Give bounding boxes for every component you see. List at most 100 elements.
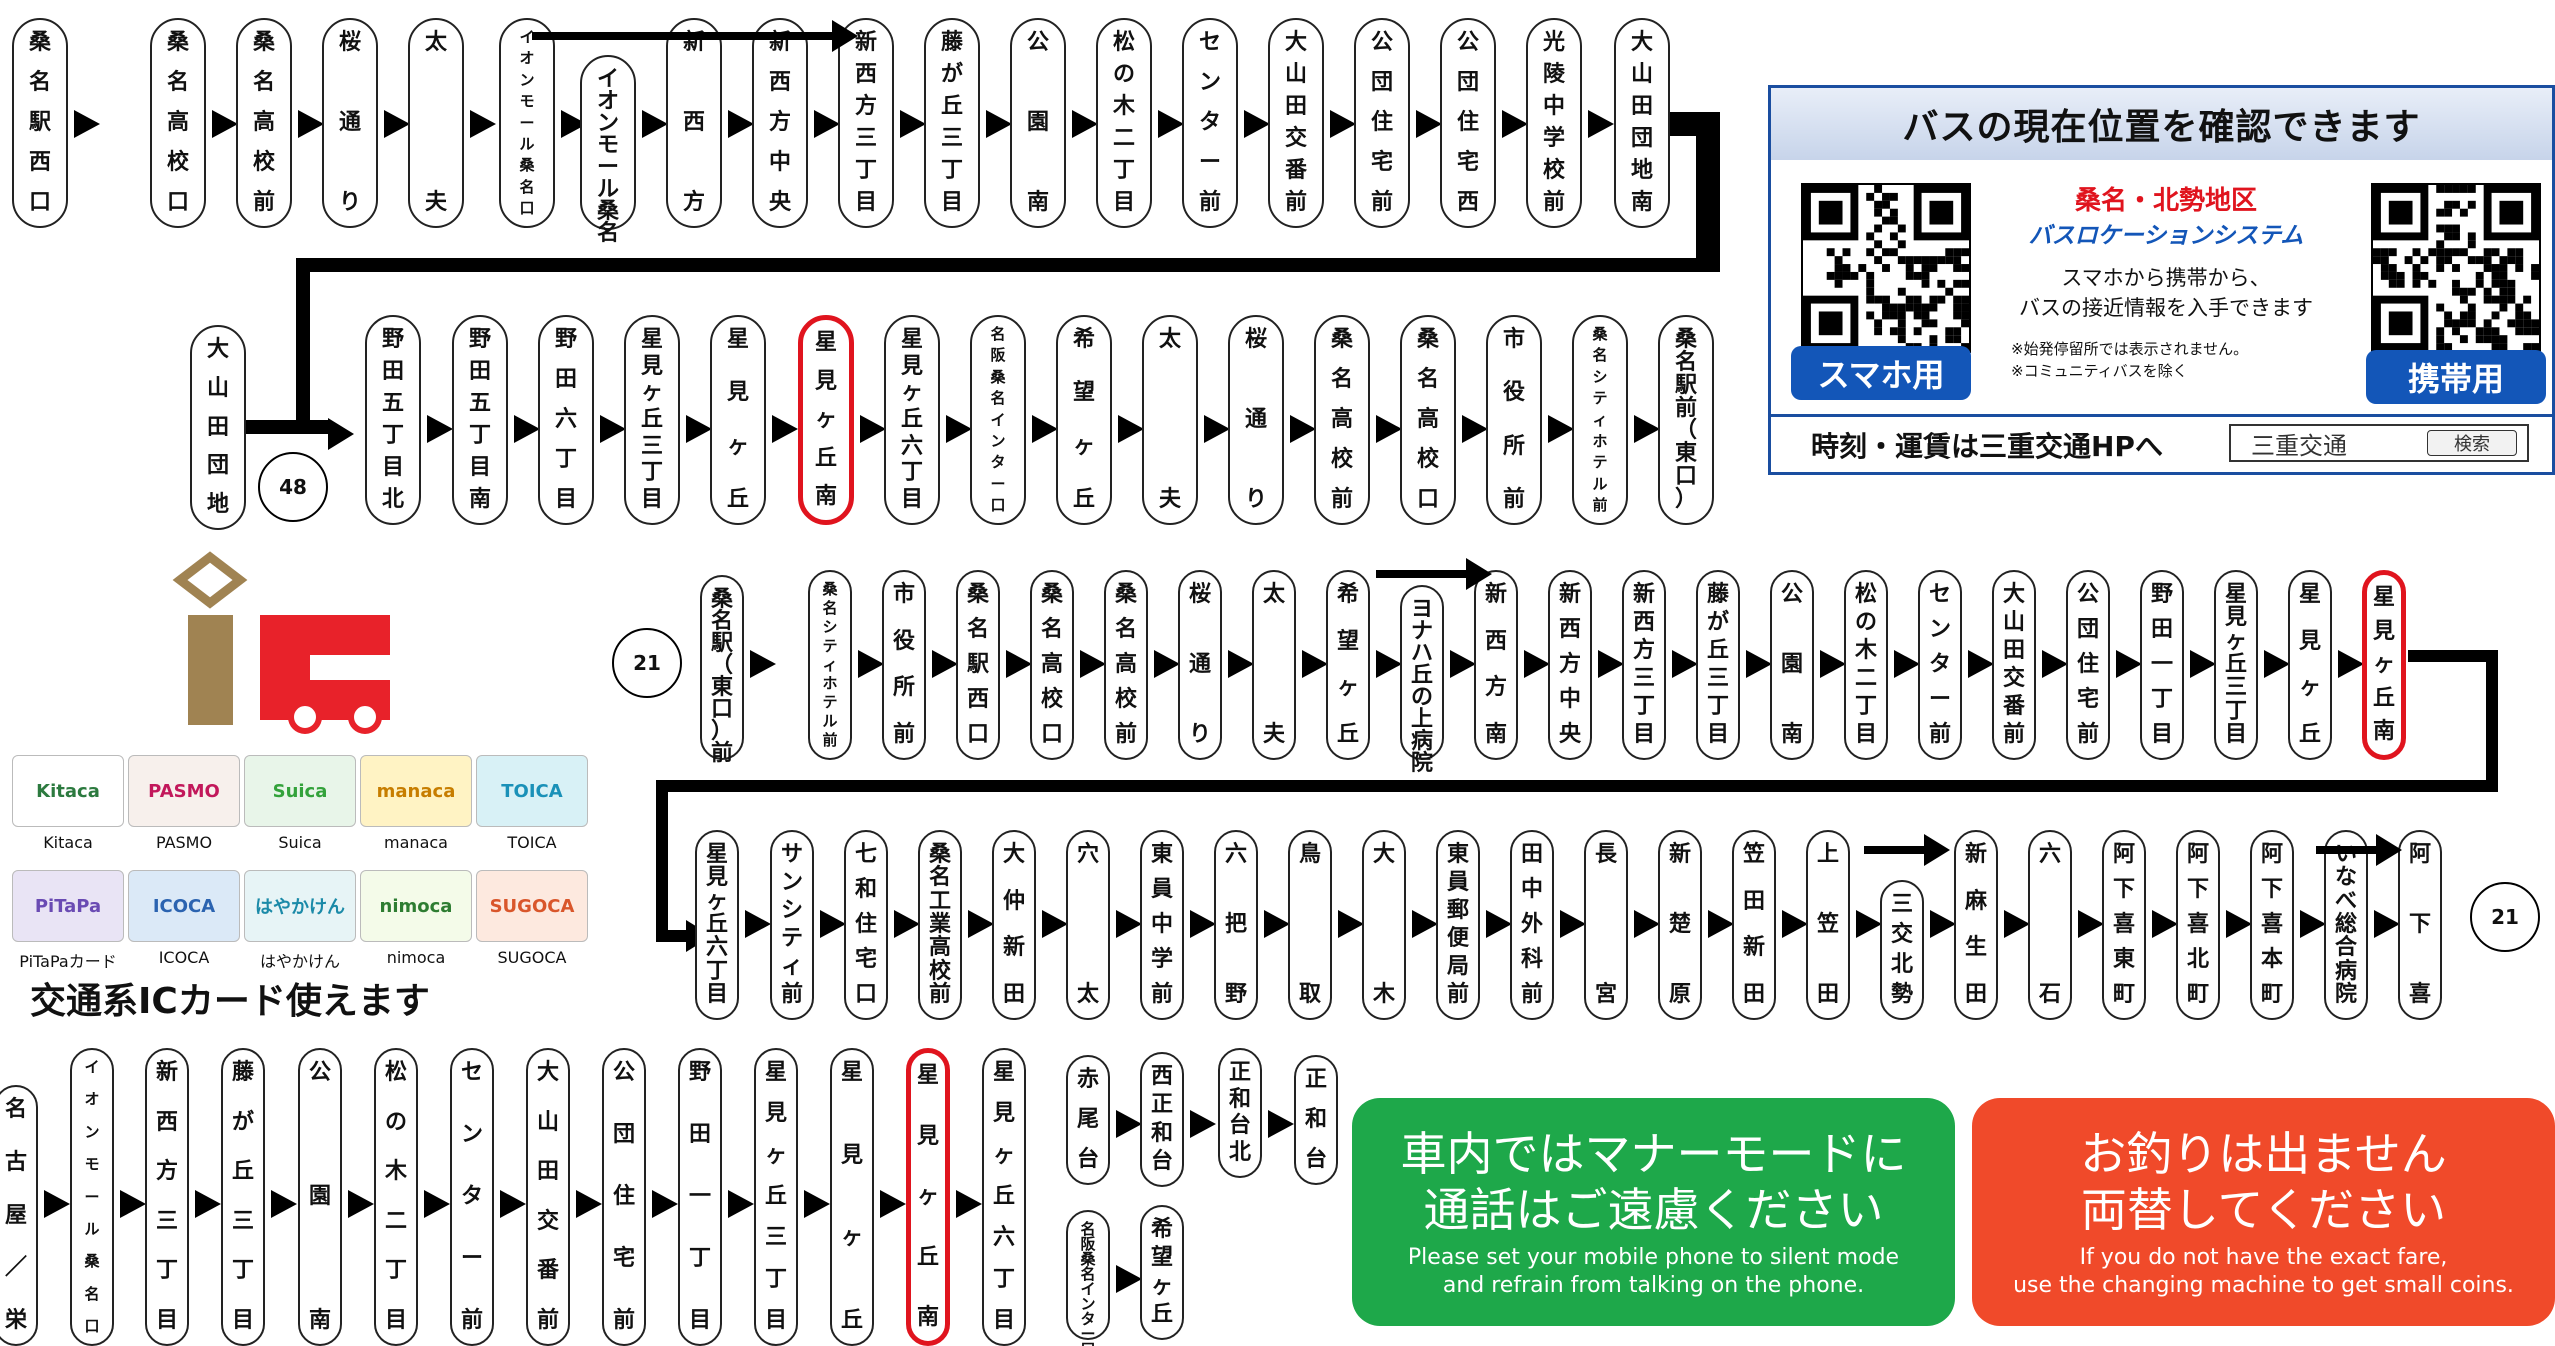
ic-card-label: PiTaPaカード	[19, 952, 117, 971]
bus-stop: 笠田新田	[1732, 830, 1776, 1020]
arrow-icon	[686, 415, 712, 443]
bus-stop: 桑名工業高校前	[918, 830, 962, 1020]
ic-card-label: Suica	[278, 833, 322, 852]
bus-stop: 大山田団地	[190, 325, 246, 530]
bus-stop: 松の木二丁目	[374, 1048, 418, 1346]
bus-stop: 新西方南	[1474, 570, 1518, 760]
arrow-icon	[1560, 910, 1586, 938]
route-line	[240, 420, 330, 434]
bus-stop: 希望ヶ丘	[1326, 570, 1370, 760]
route-line	[2316, 846, 2376, 854]
bus-stop: 星見ヶ丘三丁目	[2214, 570, 2258, 760]
bus-stop: 星見ヶ丘南	[798, 315, 854, 525]
arrow-icon	[1116, 910, 1142, 938]
route-number: 21	[2470, 882, 2540, 952]
bus-location-panel: バスの現在位置を確認できます 桑名・北勢地区 バスロケーションシステム スマホか…	[1768, 85, 2555, 475]
arrow-icon	[195, 1190, 221, 1218]
bus-stop: 藤が丘三丁目	[924, 18, 980, 228]
bus-stop: 星見ヶ丘三丁目	[754, 1048, 798, 1346]
ic-card-label: manaca	[384, 833, 448, 852]
arrow-icon	[2338, 650, 2364, 678]
bus-stop: 藤が丘三丁目	[221, 1048, 265, 1346]
arrow-icon	[1042, 910, 1068, 938]
arrow-icon	[470, 110, 496, 138]
manner-en-1: Please set your mobile phone to silent m…	[1407, 1245, 1900, 1270]
arrow-icon	[1158, 110, 1184, 138]
arrow-icon	[1450, 650, 1476, 678]
arrow-icon	[1032, 415, 1058, 443]
arrow-icon	[1672, 650, 1698, 678]
bus-stop: 桑名高校前	[1314, 315, 1370, 525]
bus-stop: 新西方三丁目	[838, 18, 894, 228]
arrow-icon	[1338, 910, 1364, 938]
arrow-icon	[271, 1190, 297, 1218]
ic-card-label: はやかけん	[259, 952, 340, 971]
arrow-icon	[1072, 110, 1098, 138]
bus-stop: イオンモール桑名口	[70, 1048, 114, 1346]
bus-stop: 名阪桑名インター口	[970, 315, 1026, 525]
bus-stop: 大木	[1362, 830, 1406, 1020]
bus-stop: 藤が丘三丁目	[1696, 570, 1740, 760]
bus-stop: 桑名駅前（東口）	[1658, 315, 1714, 525]
arrow-icon	[424, 1190, 450, 1218]
arrow-icon	[1154, 650, 1180, 678]
bus-stop: 桑名シティホテル前	[1572, 315, 1628, 525]
arrow-icon	[728, 110, 754, 138]
arrow-icon	[1968, 650, 1994, 678]
arrow-icon	[1080, 650, 1106, 678]
route-line	[1376, 570, 1466, 578]
bus-stop: 東員郵便局前	[1436, 830, 1480, 1020]
arrow-icon	[1190, 1110, 1216, 1138]
arrow-icon	[2190, 650, 2216, 678]
mobile-qr-code[interactable]	[2371, 183, 2541, 353]
arrow-icon	[298, 110, 324, 138]
bus-stop: 名古屋／栄	[0, 1085, 38, 1346]
bus-stop: 太夫	[1252, 570, 1296, 760]
smartphone-button[interactable]: スマホ用	[1791, 346, 1971, 400]
bus-stop: 阿下喜東町	[2102, 830, 2146, 1020]
arrow-icon	[1290, 415, 1316, 443]
bus-stop: 三交北勢	[1880, 880, 1924, 1020]
search-box[interactable]: 三重交通 検索	[2229, 424, 2529, 462]
bus-stop: 六石	[2028, 830, 2072, 1020]
manner-line-2: 通話はご遠慮ください	[1423, 1183, 1884, 1237]
ic-card-image: manaca	[360, 755, 472, 827]
bus-stop: 桑名高校前	[236, 18, 292, 228]
bus-stop: 新西方中央	[752, 18, 808, 228]
bus-stop: 鳥取	[1288, 830, 1332, 1020]
ic-card-image: Suica	[244, 755, 356, 827]
arrow-icon	[2374, 910, 2400, 938]
panel-desc-2: バスの接近情報を入手できます	[2019, 296, 2313, 320]
arrow-icon	[860, 415, 886, 443]
arrow-icon	[1116, 1265, 1142, 1293]
mobile-button[interactable]: 携帯用	[2366, 350, 2546, 404]
route-number: 21	[612, 628, 682, 698]
arrow-icon	[600, 415, 626, 443]
arrow-icon	[1416, 110, 1442, 138]
search-button[interactable]: 検索	[2427, 430, 2517, 456]
bus-stop: 穴太	[1066, 830, 1110, 1020]
arrow-icon	[1894, 650, 1920, 678]
bus-stop: 星見ヶ丘六丁目	[695, 830, 739, 1020]
arrow-icon	[1588, 110, 1614, 138]
panel-note-2: ※コミュニティバスを除く	[2011, 362, 2188, 380]
ic-card-label: PASMO	[155, 833, 213, 852]
bus-stop: 桑名高校口	[150, 18, 206, 228]
bus-stop: 光陵中学校前	[1526, 18, 1582, 228]
bus-stop: 大仲新田	[992, 830, 1036, 1020]
bus-stop: 星見ヶ丘	[710, 315, 766, 525]
panel-footer: 時刻・運賃は三重交通HPへ 三重交通 検索	[1771, 414, 2552, 472]
bus-stop: 野田六丁目	[538, 315, 594, 525]
arrow-icon	[1376, 650, 1402, 678]
arrow-icon	[1264, 910, 1290, 938]
route-line	[296, 258, 310, 423]
bus-stop: 市役所前	[882, 570, 926, 760]
ic-card-image: nimoca	[360, 870, 472, 942]
arrow-icon	[427, 415, 453, 443]
arrow-icon	[820, 910, 846, 938]
smartphone-qr-code[interactable]	[1801, 183, 1971, 353]
bus-stop: センター前	[450, 1048, 494, 1346]
bus-stop: 大山田団地南	[1614, 18, 1670, 228]
bus-stop: 希望ヶ丘	[1056, 315, 1112, 525]
